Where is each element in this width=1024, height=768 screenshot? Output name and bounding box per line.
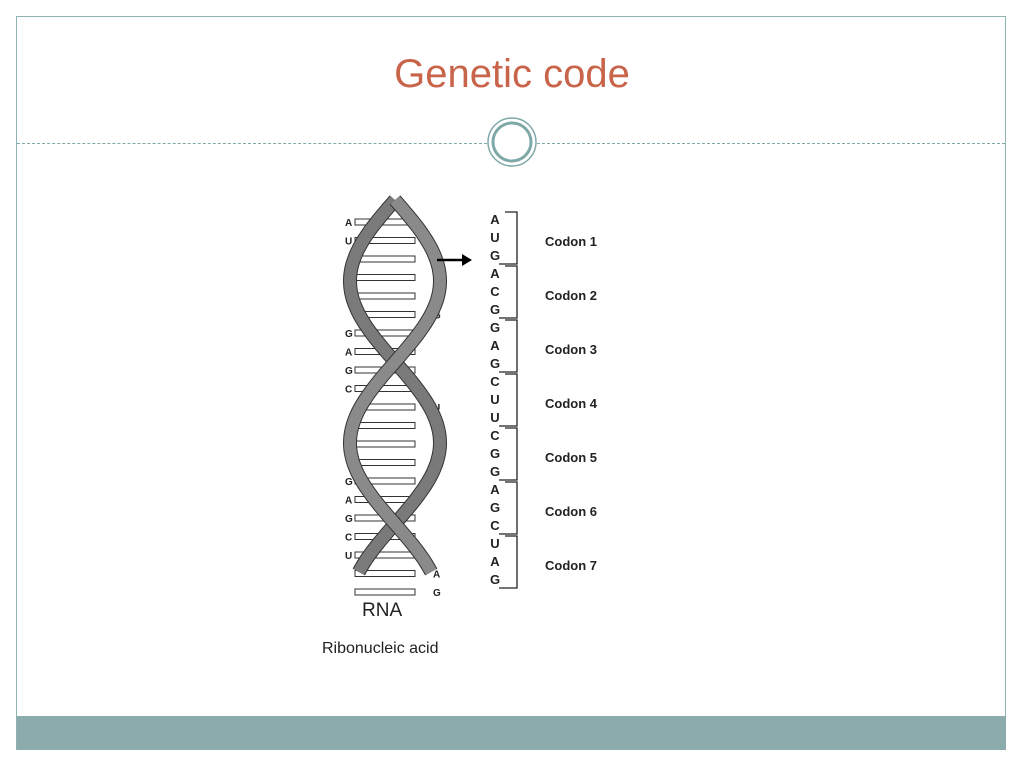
helix-base-label: G bbox=[345, 329, 353, 340]
base-pair-rung bbox=[354, 570, 416, 577]
codon-label: Codon 3 bbox=[545, 342, 597, 357]
helix-base-label: U bbox=[345, 237, 352, 248]
codon-base-letter: G bbox=[490, 572, 500, 587]
helix-base-label: G bbox=[345, 514, 353, 525]
codon-base-letter: G bbox=[490, 446, 500, 461]
codon-base-letter: A bbox=[490, 554, 500, 569]
codon-base-letter: C bbox=[490, 284, 500, 299]
codon-base-letter: A bbox=[490, 266, 500, 281]
codon-base-letter: G bbox=[490, 464, 500, 479]
rna-caption: RNA bbox=[362, 600, 403, 621]
codon-bracket bbox=[499, 481, 518, 535]
codon-base-letter: A bbox=[490, 212, 500, 227]
codon-base-letter: A bbox=[490, 482, 500, 497]
title-divider-right bbox=[537, 143, 1005, 144]
codon-base-letter: C bbox=[490, 518, 500, 533]
codon-label: Codon 5 bbox=[545, 450, 597, 465]
base-pair-rung bbox=[354, 422, 416, 429]
base-pair-rung bbox=[354, 440, 416, 448]
codon-base-letter: G bbox=[490, 356, 500, 371]
helix-base-label: A bbox=[345, 496, 352, 507]
helix-base-label: A bbox=[433, 570, 440, 581]
base-pair-rung bbox=[354, 255, 416, 263]
codon-label: Codon 6 bbox=[545, 504, 597, 519]
codon-base-letter: G bbox=[490, 320, 500, 335]
codon-label: Codon 1 bbox=[545, 234, 597, 249]
footer-bar bbox=[17, 716, 1006, 750]
codon-bracket bbox=[499, 319, 518, 373]
base-pair-rung bbox=[354, 274, 416, 281]
codon-bracket bbox=[499, 211, 518, 265]
helix-base-label: C bbox=[345, 385, 352, 396]
codon-base-letter: U bbox=[490, 536, 499, 551]
helix-strand-back bbox=[343, 196, 447, 575]
helix-base-label: A bbox=[345, 348, 352, 359]
helix-base-label: G bbox=[345, 366, 353, 377]
codon-base-letter: A bbox=[490, 338, 500, 353]
codon-base-letter: G bbox=[490, 302, 500, 317]
codon-label: Codon 7 bbox=[545, 558, 597, 573]
helix-base-label: C bbox=[345, 533, 352, 544]
codon-bracket bbox=[499, 265, 518, 319]
circle-ornament-icon bbox=[487, 117, 537, 167]
codon-base-letter: G bbox=[490, 248, 500, 263]
base-pair-rung bbox=[354, 292, 416, 300]
codon-bracket bbox=[499, 427, 518, 481]
helix-base-label: G bbox=[345, 477, 353, 488]
base-pair-rung bbox=[354, 459, 416, 466]
arrow-right-icon bbox=[462, 254, 472, 266]
codon-base-letter: U bbox=[490, 230, 499, 245]
base-pair-rung bbox=[354, 237, 416, 244]
base-pair-rung bbox=[354, 588, 416, 596]
helix-base-label: G bbox=[433, 588, 441, 599]
codon-base-letter: G bbox=[490, 500, 500, 515]
codon-bracket bbox=[499, 373, 518, 427]
slide-title: Genetic code bbox=[394, 52, 630, 96]
rna-subcaption: Ribonucleic acid bbox=[322, 640, 439, 657]
codon-bracket bbox=[499, 535, 518, 589]
codon-base-letter: U bbox=[490, 392, 499, 407]
helix-strand-front bbox=[343, 196, 447, 575]
codon-label: Codon 2 bbox=[545, 288, 597, 303]
codon-base-letter: U bbox=[490, 410, 499, 425]
helix-base-label: A bbox=[345, 218, 352, 229]
title-divider-left bbox=[17, 143, 487, 144]
codon-base-letter: C bbox=[490, 374, 500, 389]
codon-base-letter: C bbox=[490, 428, 500, 443]
codon-label: Codon 4 bbox=[545, 396, 598, 411]
helix-base-label: U bbox=[345, 551, 352, 562]
